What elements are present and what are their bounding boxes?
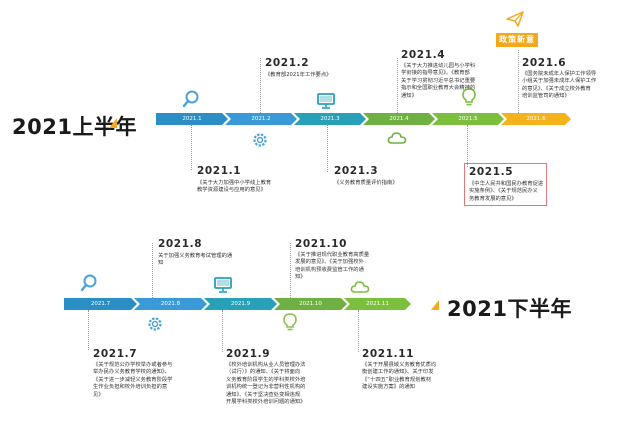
event-2021-1: 2021.1 《关于大力加强中小学线上教育教学资源建设与应用的意见》 — [197, 165, 271, 195]
axis-2021-7: 2021.7 — [64, 298, 137, 310]
second-half-title: 2021下半年 — [447, 297, 572, 321]
axis-2021-3: 2021.3 — [294, 113, 366, 125]
event-text: 《教育部2021年工作要点》 — [265, 72, 332, 78]
event-year: 2021.8 — [158, 238, 203, 250]
first-half-title: 2021上半年 — [12, 115, 137, 139]
event-2021-5: 2021.5 《中华人民共和国民办教育促进实施条例》、《关于规范民办义 务教育发… — [464, 163, 548, 207]
stem-2021-8 — [152, 243, 153, 298]
event-year: 2021.1 — [197, 165, 242, 177]
event-text: 《关于规范公办学校举办或者参与举办民办义务教育学校的通知》、 《关于进一步减轻义… — [93, 362, 173, 398]
event-year: 2021.2 — [265, 57, 310, 69]
axis-2021-8: 2021.8 — [134, 298, 207, 310]
event-text: 《关于推进现代职业教育高质量发展的意见》、《关于加强校外 培训机构预收费监管工作… — [295, 252, 370, 281]
axis-2021-5: 2021.5 — [432, 113, 504, 125]
axis-2021-4: 2021.4 — [363, 113, 435, 125]
stem-2021-1 — [191, 125, 192, 170]
axis-2021-11: 2021.11 — [344, 298, 411, 310]
monitor-icon — [317, 93, 335, 109]
event-year: 2021.6 — [522, 57, 567, 69]
event-year: 2021.3 — [334, 165, 379, 177]
event-year: 2021.7 — [93, 348, 138, 360]
stem-2021-5 — [467, 125, 468, 167]
event-text: 《关于大力推进幼儿园与小学科学衔接的指导意见》、《教育部 关于学习贯彻习近平总书… — [401, 63, 476, 99]
event-2021-4: 2021.4 《关于大力推进幼儿园与小学科学衔接的指导意见》、《教育部 关于学习… — [401, 49, 475, 100]
second-half-arrow — [431, 300, 439, 310]
stem-2021-10 — [290, 243, 291, 298]
stem-2021-11 — [358, 310, 359, 352]
event-2021-8: 2021.8 关于加强义务教育考试管理的通知 — [158, 238, 232, 268]
lightbulb-icon — [462, 88, 476, 106]
event-2021-3: 2021.3 《义务教育质量评价指南》 — [334, 165, 398, 187]
event-year: 2021.5 — [469, 166, 514, 178]
event-year: 2021.9 — [226, 348, 271, 360]
policy-badge: 政策新意 — [496, 33, 538, 47]
event-text: 《校外培训机构从业人员管理办法（试行）》的通知、《关于将面向 义务教育阶段学生的… — [226, 362, 306, 406]
monitor-icon — [214, 277, 232, 293]
gear-icon — [148, 317, 162, 331]
gear-icon — [253, 133, 267, 147]
event-text: 《中华人民共和国民办教育促进实施条例》、《关于规范民办义 务教育发展的意见》 — [469, 181, 544, 202]
event-2021-11: 2021.11 《关于开展县域义务教育优质均衡创建工作的通知》、关于印发 《“十… — [362, 348, 436, 392]
event-text: 《关于开展县域义务教育优质均衡创建工作的通知》、关于印发 《“十四五”职业教育规… — [362, 362, 437, 391]
event-2021-9: 2021.9 《校外培训机构从业人员管理办法（试行）》的通知、《关于将面向 义务… — [226, 348, 305, 406]
event-text: 《关于大力加强中小学线上教育教学资源建设与应用的意见》 — [197, 180, 272, 194]
cloud-icon — [387, 132, 407, 144]
stem-2021-7 — [88, 310, 89, 350]
axis-2021-1: 2021.1 — [156, 113, 228, 125]
second-half-timeline: 2021.7 2021.8 2021.9 2021.10 2021.11 — [64, 298, 411, 310]
event-year: 2021.10 — [295, 238, 348, 250]
event-2021-10: 2021.10 《关于推进现代职业教育高质量发展的意见》、《关于加强校外 培训机… — [295, 238, 369, 282]
stem-2021-2 — [260, 58, 261, 113]
lightbulb-icon — [283, 313, 297, 331]
stem-2021-6 — [518, 50, 519, 113]
event-text: 《国务院未成年人保护工作领导小组关于加强未成年人保护工作 的意见》、《关于成立校… — [522, 71, 597, 100]
first-half-arrow — [109, 118, 117, 128]
first-half-timeline: 2021.1 2021.2 2021.3 2021.4 2021.5 2021.… — [156, 113, 571, 125]
event-year: 2021.11 — [362, 348, 415, 360]
axis-2021-10: 2021.10 — [274, 298, 347, 310]
axis-2021-2: 2021.2 — [225, 113, 297, 125]
axis-2021-9: 2021.9 — [204, 298, 277, 310]
event-text: 《义务教育质量评价指南》 — [334, 180, 398, 186]
magnifier-icon — [80, 274, 97, 292]
stem-2021-3 — [327, 125, 328, 172]
cloud-icon — [350, 281, 370, 293]
event-2021-7: 2021.7 《关于规范公办学校举办或者参与举办民办义务教育学校的通知》、 《关… — [93, 348, 172, 399]
stem-2021-4 — [397, 58, 398, 113]
event-text: 关于加强义务教育考试管理的通知 — [158, 253, 233, 267]
event-2021-2: 2021.2 《教育部2021年工作要点》 — [265, 57, 331, 79]
magnifier-icon — [182, 90, 199, 108]
stem-2021-9 — [222, 310, 223, 352]
axis-2021-6: 2021.6 — [501, 113, 571, 125]
event-year: 2021.4 — [401, 49, 446, 61]
paper-plane-icon — [506, 11, 524, 27]
event-2021-6: 2021.6 《国务院未成年人保护工作领导小组关于加强未成年人保护工作 的意见》… — [522, 57, 596, 101]
